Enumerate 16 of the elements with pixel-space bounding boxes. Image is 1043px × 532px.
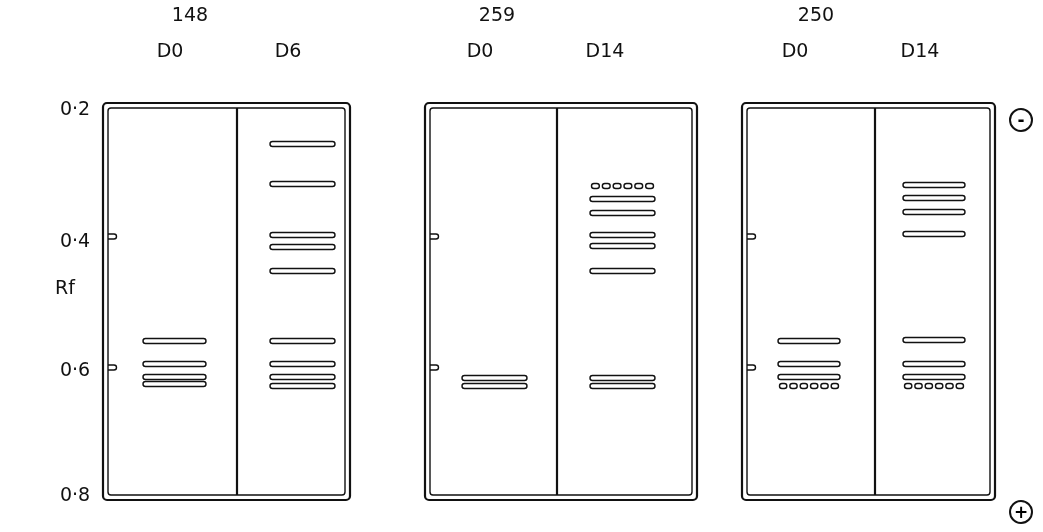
- axis-tick-label: 0·2: [59, 98, 91, 118]
- axis-title: Rf: [55, 277, 75, 297]
- lane-label: D14: [900, 40, 940, 60]
- anode-symbol: +: [1009, 500, 1033, 524]
- lane-label: D0: [781, 40, 809, 60]
- lane-label: D0: [156, 40, 184, 60]
- lane-label: D6: [274, 40, 302, 60]
- group-label: 259: [478, 4, 516, 24]
- axis-tick-label: 0·6: [59, 359, 91, 379]
- axis-tick-label: 0·8: [59, 484, 91, 504]
- axis-tick-label: 0·4: [59, 230, 91, 250]
- group-label: 250: [797, 4, 835, 24]
- lane-label: D0: [466, 40, 494, 60]
- lane-label: D14: [585, 40, 625, 60]
- cathode-symbol: -: [1009, 108, 1033, 132]
- group-label: 148: [171, 4, 209, 24]
